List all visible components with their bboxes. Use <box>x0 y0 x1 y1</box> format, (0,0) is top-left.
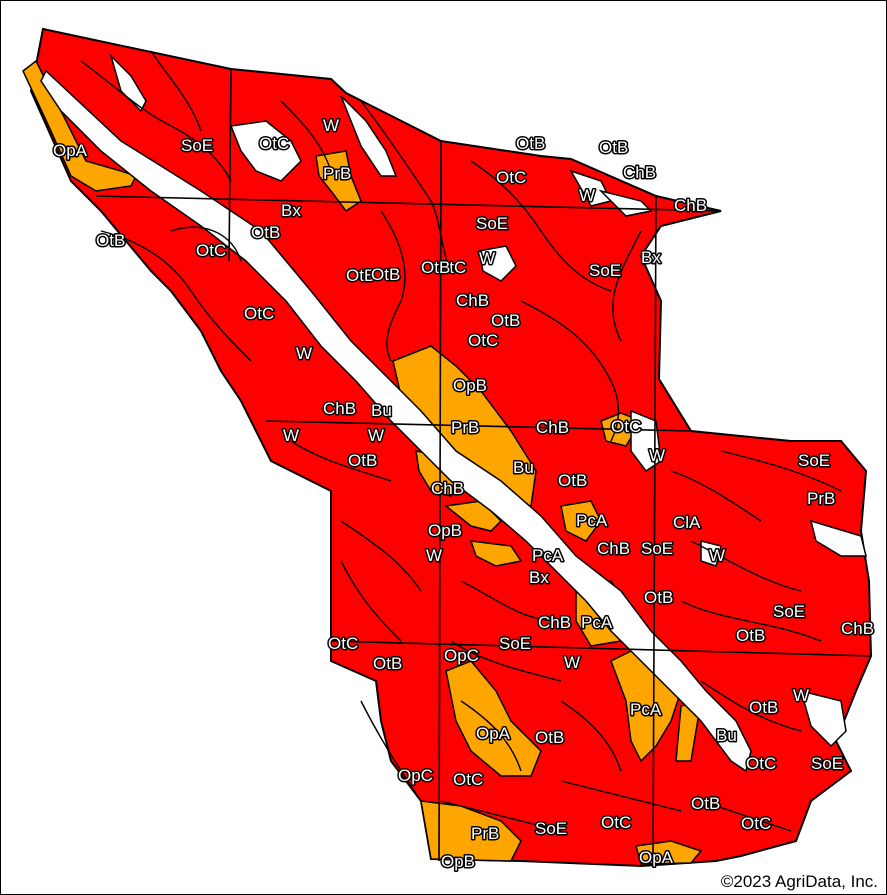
soil-label: PrB <box>451 418 479 437</box>
soil-label: W <box>296 344 312 363</box>
soil-label: W <box>709 546 725 565</box>
soil-label: W <box>479 249 495 268</box>
soil-label: OpB <box>453 376 487 395</box>
soil-label: OtB <box>736 626 765 645</box>
soil-label: OpA <box>476 724 511 743</box>
soil-label: ChB <box>674 196 707 215</box>
soil-label: SoE <box>641 539 673 558</box>
soil-label: Bu <box>513 458 534 477</box>
soil-label: PrB <box>807 489 835 508</box>
soil-label: OtC <box>601 813 631 832</box>
soil-label: OtC <box>436 258 466 277</box>
soil-boundaries <box>80 50 842 832</box>
soil-label: OtB <box>251 223 280 242</box>
soil-label: OtC <box>611 417 641 436</box>
soil-label: OtC <box>741 814 771 833</box>
soil-label: OtC <box>496 168 526 187</box>
soil-label: OtC <box>259 134 289 153</box>
copyright-text: ©2023 AgriData, Inc. <box>718 872 880 892</box>
soil-label: SoE <box>798 451 830 470</box>
soil-label: ChB <box>456 291 489 310</box>
soil-label: SoE <box>773 602 805 621</box>
soil-label: OpC <box>444 646 479 665</box>
soil-label: SoE <box>181 136 213 155</box>
soil-label: SoE <box>476 214 508 233</box>
soil-label: OtB <box>371 265 400 284</box>
soil-label: OtC <box>468 331 498 350</box>
soil-label: ChB <box>623 163 656 182</box>
soil-label: W <box>426 546 442 565</box>
soil-label: W <box>579 186 595 205</box>
soil-label: SoE <box>499 634 531 653</box>
soil-label: SoE <box>589 261 621 280</box>
soil-label: W <box>793 686 809 705</box>
soil-label: ChB <box>431 479 464 498</box>
soil-label: ChB <box>841 619 874 638</box>
soil-label: SoE <box>535 819 567 838</box>
soil-label: OtC <box>328 634 358 653</box>
soil-label: ChB <box>536 418 569 437</box>
soil-label: SoE <box>811 754 843 773</box>
soil-label: W <box>368 426 384 445</box>
soil-label: PcA <box>532 546 564 565</box>
soil-label: OpB <box>441 852 475 871</box>
soil-label: OtB <box>348 451 377 470</box>
soil-label: OpC <box>398 766 433 785</box>
soil-label: ChB <box>323 399 356 418</box>
soil-label: ChB <box>597 539 630 558</box>
soil-label: OtB <box>491 311 520 330</box>
soil-label: PcA <box>576 511 608 530</box>
section-lines <box>95 68 872 862</box>
soil-label: OtC <box>244 304 274 323</box>
water-channels <box>40 53 867 773</box>
soil-label: OtB <box>535 728 564 747</box>
soil-label: Bx <box>529 568 549 587</box>
soil-label: W <box>323 116 339 135</box>
soil-label: PrB <box>323 164 351 183</box>
soil-label: OtB <box>346 266 375 285</box>
soil-label: OtC <box>196 241 226 260</box>
soil-label: PcA <box>581 613 613 632</box>
soil-label: PrB <box>471 824 499 843</box>
soil-label: OtB <box>96 231 125 250</box>
soil-label: Bu <box>716 726 737 745</box>
soil-label: OtB <box>373 654 402 673</box>
soil-label: OpA <box>639 848 674 867</box>
soil-label: W <box>649 446 665 465</box>
soil-label: OtB <box>691 794 720 813</box>
soil-label: OtB <box>749 698 778 717</box>
soil-label: ChB <box>538 613 571 632</box>
soil-label: Bu <box>371 401 392 420</box>
soil-label: OtB <box>558 471 587 490</box>
soil-label: OpA <box>53 141 88 160</box>
soil-label: Bx <box>641 248 661 267</box>
soil-label: Bx <box>281 201 301 220</box>
soil-label: OtB <box>421 258 450 277</box>
soil-label: OtB <box>644 588 673 607</box>
soil-label: OtB <box>516 134 545 153</box>
soil-label: OtC <box>746 754 776 773</box>
soil-label: PcA <box>630 700 662 719</box>
soil-label: OpB <box>428 521 462 540</box>
soil-label: OtC <box>453 770 483 789</box>
soil-label: ClA <box>673 513 701 532</box>
soil-label: OtB <box>599 138 628 157</box>
soil-label: W <box>564 653 580 672</box>
soil-label: W <box>283 426 299 445</box>
